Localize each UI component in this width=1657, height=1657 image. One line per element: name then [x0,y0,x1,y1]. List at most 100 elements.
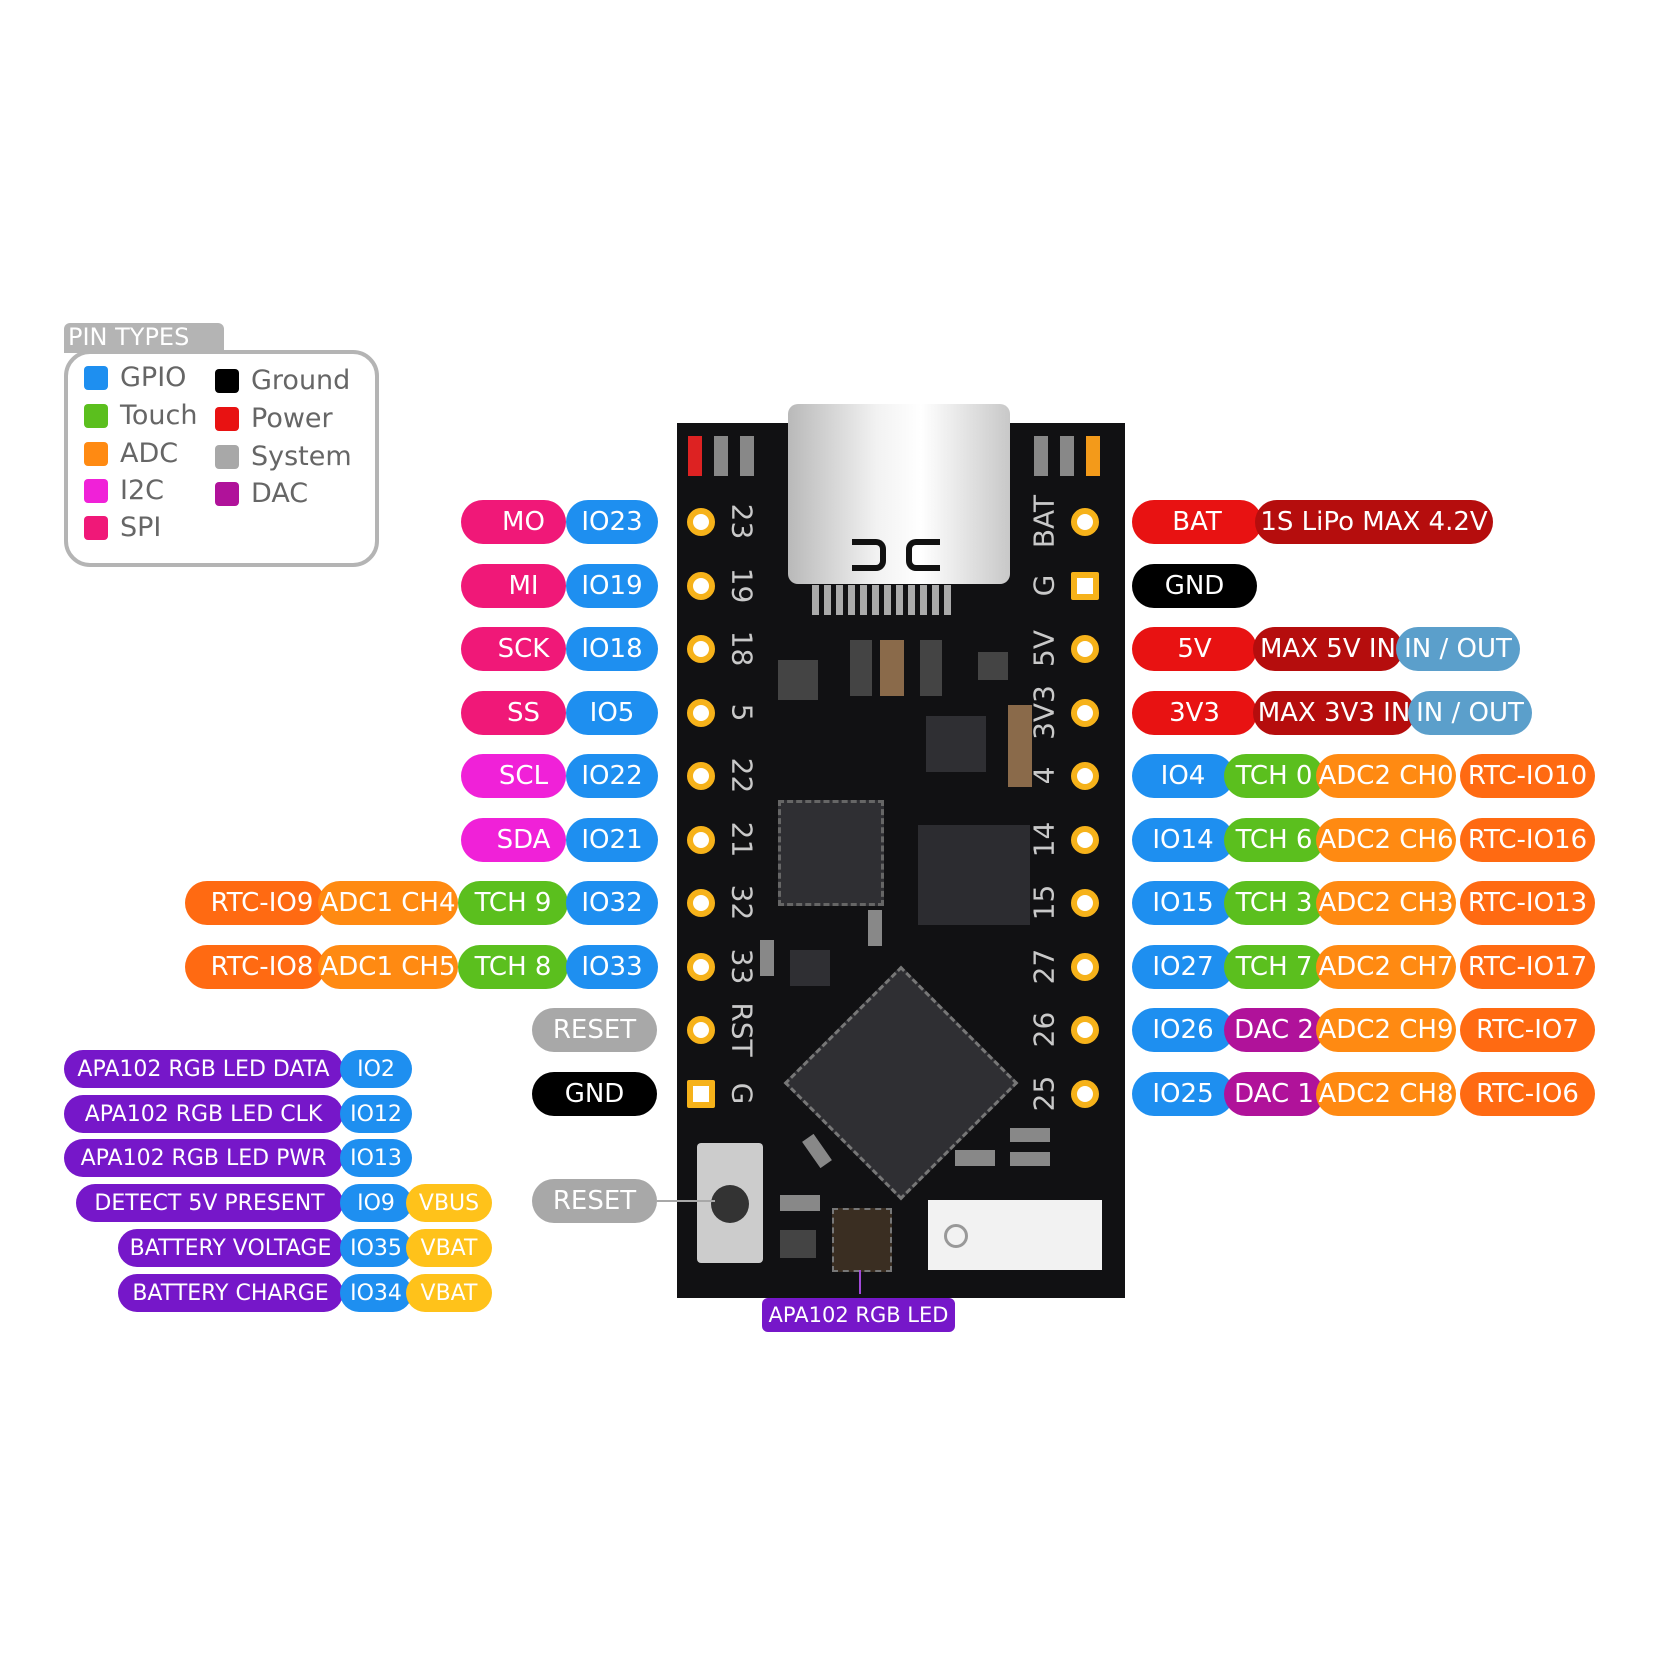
legend-label: Power [251,403,333,434]
legend-label: System [251,441,352,472]
reset-button-label: RESET [532,1179,657,1223]
adc-label: ADC1 CH5 [318,944,458,989]
led-top-right [1086,436,1100,476]
usb-pin [848,585,855,615]
pin-number-right: BAT [1027,494,1061,549]
rtc-label: RTC-IO16 [1460,817,1595,862]
pad-left-19 [687,571,715,600]
usb-icon-left [852,539,886,571]
usb-pin [884,585,891,615]
gnd-label-left: GND [532,1071,657,1116]
component-5 [868,910,882,946]
component-9 [1010,1128,1050,1142]
pad-right-14 [1071,825,1099,854]
pad-left-g [687,1079,715,1108]
touch-label: TCH 6 [1224,817,1324,862]
legend-swatch-spi [84,515,108,540]
internal-function-label: DETECT 5V PRESENT [76,1184,343,1222]
pad-left-5 [687,698,715,727]
gpio-label: IO33 [566,944,658,989]
internal-gpio-label: IO13 [340,1139,412,1177]
legend-swatch-dac [215,481,239,506]
usb-pin [860,585,867,615]
power-label: 3V3 [1132,690,1257,735]
adc-label: ADC2 CH3 [1316,881,1456,925]
legend-item-system: System [215,441,352,472]
legend-box [64,350,379,567]
pin-number-left: 23 [725,503,759,540]
pad-left-33 [687,952,715,981]
legend-label: I2C [120,475,164,506]
reset-pin-label: RESET [532,1008,657,1052]
usb-pin [932,585,939,615]
pin-number-left: 32 [725,884,759,921]
component-4 [778,660,818,700]
adc-label: ADC1 CH4 [318,881,458,925]
reset-button[interactable] [697,1143,763,1263]
gpio-label: IO5 [566,690,658,735]
direction-label: IN / OUT [1396,627,1520,671]
gpio-label: IO22 [566,754,658,798]
resistor-top-left-3 [740,436,754,476]
resistor-top-left-2 [714,436,728,476]
apa102-led-label: APA102 RGB LED [762,1298,955,1332]
pin-number-left: 33 [725,948,759,984]
led-connector-line [859,1270,861,1294]
gpio-label: IO23 [566,500,658,544]
rtc-label: RTC-IO10 [1460,754,1595,798]
reset-connector-line [657,1200,715,1202]
pin-number-right: 26 [1027,1011,1061,1048]
gpio-label: IO25 [1132,1071,1234,1116]
component-3 [978,652,1008,680]
pin-number-left: G [725,1082,759,1104]
dac-label: DAC 2 [1224,1008,1324,1052]
usb-icon-right [906,539,940,571]
component-1 [850,640,872,696]
pin-number-left: 21 [725,821,759,857]
rtc-label: RTC-IO13 [1460,881,1595,925]
pad-left-rst [687,1016,715,1044]
resistor-top-right [1034,436,1048,476]
component-2 [920,640,942,696]
pad-right-27 [1071,952,1099,981]
usb-c-connector [788,404,1010,584]
legend-item-dac: DAC [215,478,308,509]
internal-power-label: VBAT [406,1229,492,1267]
function-label: SCK [461,627,566,671]
legend-item-spi: SPI [84,512,161,543]
internal-gpio-label: IO12 [340,1095,412,1133]
usb-pin [824,585,831,615]
antenna-label-area [928,1200,1102,1270]
pad-right-5v [1071,635,1099,663]
gpio-label: IO14 [1132,817,1234,862]
resistor-top-left [688,436,702,476]
gpio-label: IO15 [1132,881,1234,925]
usb-pin [896,585,903,615]
gpio-label: IO4 [1132,754,1234,798]
legend-title: PIN TYPES [64,323,224,353]
legend-label: ADC [120,438,179,469]
legend-label: SPI [120,512,162,543]
reset-button-cap[interactable] [711,1185,749,1223]
internal-power-label: VBAT [406,1274,492,1312]
direction-label: IN / OUT [1408,690,1532,735]
pin-number-right: G [1027,574,1061,596]
dac-label: DAC 1 [1224,1071,1324,1116]
function-label: MO [461,500,566,544]
chip-qfn [778,800,884,906]
resistor-top-right-2 [1060,436,1074,476]
legend-item-adc: ADC [84,438,178,469]
internal-function-label: APA102 RGB LED PWR [64,1139,343,1177]
gpio-label: IO18 [566,627,658,671]
chip-regulator [926,716,986,772]
pad-right-25 [1071,1079,1099,1108]
gpio-label: IO21 [566,817,658,862]
adc-label: ADC2 CH7 [1316,944,1456,989]
usb-pin [836,585,843,615]
component-11 [780,1195,820,1211]
touch-label: TCH 3 [1224,881,1324,925]
pad-right-15 [1071,889,1099,917]
legend-label: GPIO [120,362,187,393]
component-12 [780,1230,816,1258]
legend-swatch-i2c [84,478,108,503]
